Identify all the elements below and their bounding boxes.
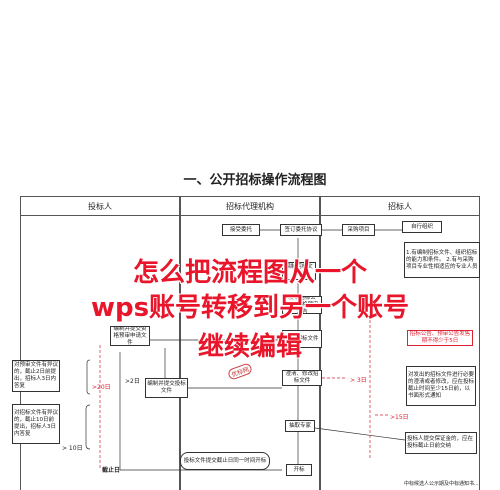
box-objection-prequal: 对预审文件有异议的，截止2日前提出，招标人3日内答复 <box>12 360 60 392</box>
box-compile-bid-docs: 编制招标文件 <box>282 262 316 280</box>
box-self-organize: 自行组织 <box>402 221 442 233</box>
box-open-bid: 开标 <box>286 464 312 476</box>
overlay-headline-line1: 怎么把流程图从一个 <box>132 258 367 288</box>
box-issue-notice: 发布招标公告，资格预审公告 <box>282 296 322 314</box>
label-10-days: > 10日 <box>62 445 83 452</box>
box-bidder-prepare: 编制并提交投标文件 <box>145 378 188 398</box>
box-form-committee: 抽取专家 <box>285 420 315 432</box>
lane-agency <box>180 216 320 490</box>
box-bid-deposit: 投标人提交保证金的，应在投标截止日前交纳 <box>405 432 477 454</box>
label-2-days: >2日 <box>125 378 140 385</box>
lane-header-tenderer: 招标人 <box>320 196 480 216</box>
label-15-days: >15日 <box>390 414 409 421</box>
label-deadline: 截止日 <box>102 467 121 474</box>
overlay-headline-line3: 继续编辑 <box>197 332 302 362</box>
box-accept-entrust: 接受委托 <box>222 224 260 236</box>
lane-header-agency: 招标代理机构 <box>180 196 320 216</box>
box-clarify-docs: 澄清、修改招标文件 <box>282 370 322 386</box>
diagram-title: 一、公开招标操作流程图 <box>183 173 327 188</box>
box-objection-bid-docs: 对招标文件有异议的，截止10日前提出，招标人3日内答复 <box>12 404 60 444</box>
box-deadline-doc: 投标文件提交截止日同一时间开标 <box>180 452 270 470</box>
label-20-days: >20日 <box>92 384 111 391</box>
box-issue-bid-docs: 发售招标文件 <box>282 330 322 348</box>
lane-header-bidder: 投标人 <box>20 196 180 216</box>
lane-bidder <box>20 216 180 490</box>
box-notice-period: 招标公告、预审公告发售期不得少于5日 <box>407 330 473 346</box>
box-purchase-project: 采购项目 <box>342 224 375 236</box>
box-review-docs: 对发出的招标文件进行必要的澄清或者修改，应在投标截止时间至少15日前，以书面形式… <box>406 366 476 406</box>
box-sign-agreement: 签订委托协议 <box>280 224 322 236</box>
box-submit-prequal: 编制并提交资格预审申请文件 <box>110 326 150 346</box>
label-bottom-cut: 中标候选人公示期及中标通知书... <box>404 481 479 487</box>
label-3-days: > 3日 <box>350 377 367 384</box>
box-agency-capability: 1.有编制招标文件、组织招标的能力和条件。 2.有与采购项目专业性相适应的专业人… <box>404 242 480 278</box>
overlay-headline-line2: wps账号转移到另一个账号 <box>90 293 410 323</box>
lane-tenderer <box>320 216 480 490</box>
